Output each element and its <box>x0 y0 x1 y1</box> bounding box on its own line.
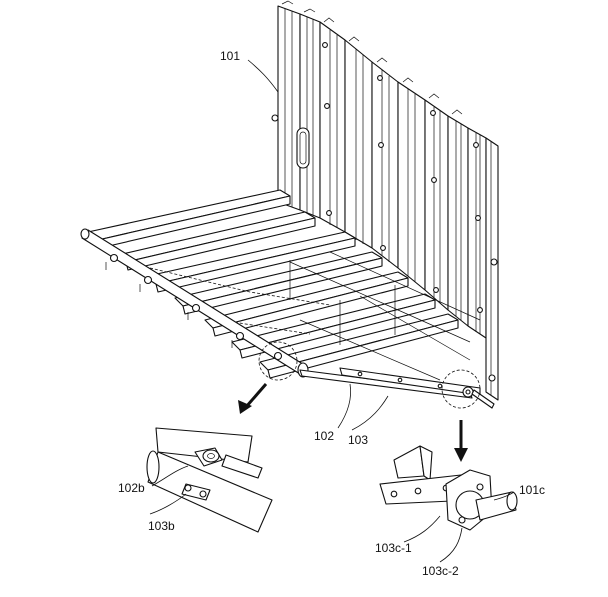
leader-lines <box>149 59 515 563</box>
label-103c-2: 103c-2 <box>422 564 459 578</box>
detail-right <box>379 445 518 531</box>
label-102: 102 <box>314 429 334 443</box>
vertical-frame-101 <box>271 0 499 401</box>
label-103b: 103b <box>148 519 175 533</box>
label-101: 101 <box>220 49 240 63</box>
label-103c-1: 103c-1 <box>375 541 412 555</box>
detail-left <box>146 427 273 533</box>
link-bar-103 <box>299 367 495 409</box>
front-rail-bar <box>80 228 309 378</box>
detail-circle-right <box>441 369 481 409</box>
label-102b: 102b <box>118 481 145 495</box>
label-101c: 101c <box>519 483 545 497</box>
callout-arrow-right <box>454 420 468 462</box>
shelf-slats <box>87 189 481 381</box>
callout-arrow-left <box>238 383 268 414</box>
detail-circle-left <box>258 341 298 381</box>
label-103: 103 <box>348 433 368 447</box>
main-assembly <box>80 0 499 409</box>
